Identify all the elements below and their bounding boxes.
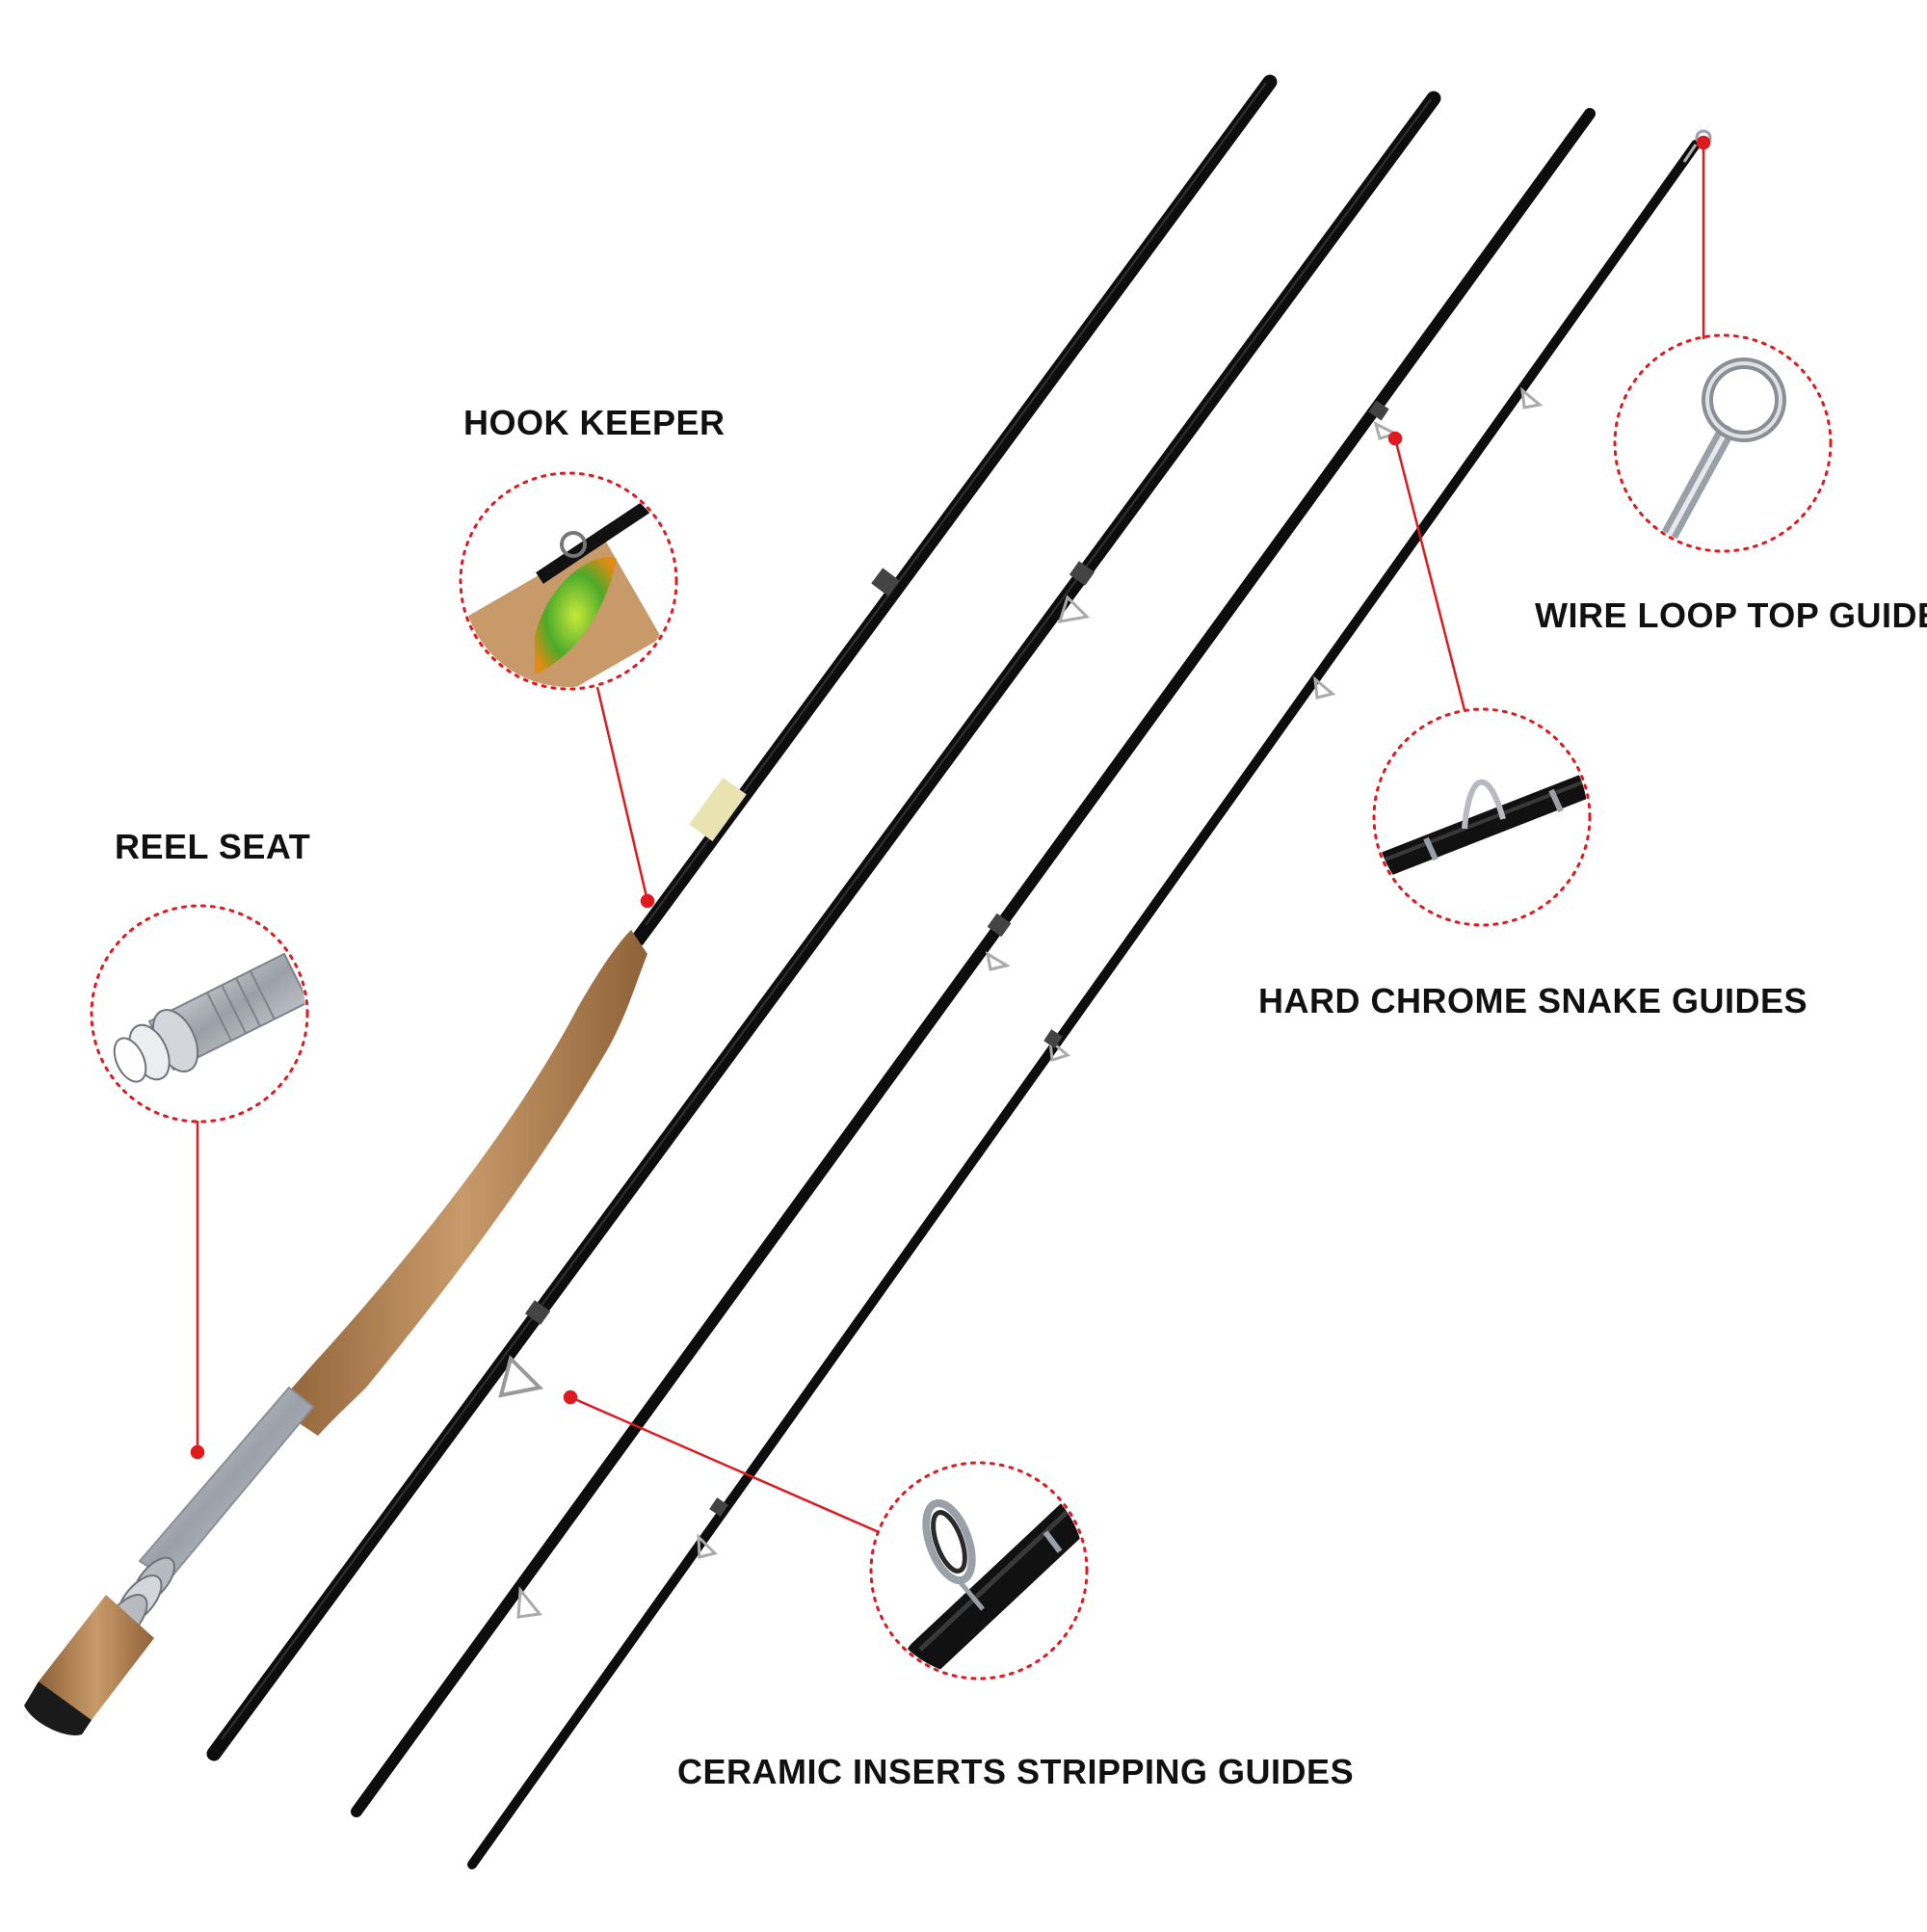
snake-guide [985, 950, 1011, 971]
label-hard-chrome-snake-guides: HARD CHROME SNAKE GUIDES [1258, 981, 1808, 1020]
rod-sections [24, 74, 1712, 1869]
callout-wire-loop-top-guide [1613, 333, 1833, 553]
leader-ceramic-guides [569, 1395, 880, 1534]
snake-guide [1048, 1037, 1071, 1062]
callout-reel-seat [90, 904, 309, 1124]
rod-section-3 [351, 108, 1596, 1817]
reel-seat-barrel [138, 1386, 315, 1582]
butt-cap [24, 1681, 92, 1735]
leader-dot-snake-guides [1387, 431, 1403, 446]
label-reel-seat: REEL SEAT [115, 827, 311, 866]
label-ceramic-inserts-stripping-guides: CERAMIC INSERTS STRIPPING GUIDES [677, 1752, 1355, 1791]
snake-guide [1520, 386, 1544, 410]
callout-leaders [190, 135, 1711, 1534]
callout-hook-keeper [459, 471, 678, 691]
cork-grip [275, 930, 647, 1436]
rod-logo-decal [689, 777, 747, 842]
callout-hard-chrome-snake-guides [1372, 707, 1592, 927]
leader-dot-reel-seat [190, 1444, 205, 1460]
rod-section-4-tip [467, 129, 1712, 1869]
snake-guide [1373, 421, 1399, 440]
leader-dot-ceramic-guides [563, 1389, 578, 1405]
snake-guide [697, 1533, 718, 1559]
snake-guide [1057, 595, 1091, 623]
snake-guide [1313, 675, 1336, 700]
callout-ceramic-inserts-stripping-guides [869, 1461, 1089, 1681]
rod-section-butt [24, 74, 1278, 1735]
leader-dot-wire-loop [1696, 135, 1711, 150]
lure-illustration [535, 557, 617, 675]
fighting-butt-cork [39, 1595, 154, 1720]
stripping-guide [516, 1586, 542, 1619]
rod-section-2 [206, 91, 1441, 1761]
label-wire-loop-top-guide: WIRE LOOP TOP GUIDE [1535, 595, 1927, 635]
leader-dot-hook-keeper [640, 893, 655, 909]
leader-hook-keeper [595, 686, 649, 902]
stripping-guide [498, 1355, 544, 1398]
leader-snake-guides [1393, 437, 1466, 711]
label-hook-keeper: HOOK KEEPER [463, 403, 726, 442]
hook-keeper-ring [560, 531, 587, 558]
